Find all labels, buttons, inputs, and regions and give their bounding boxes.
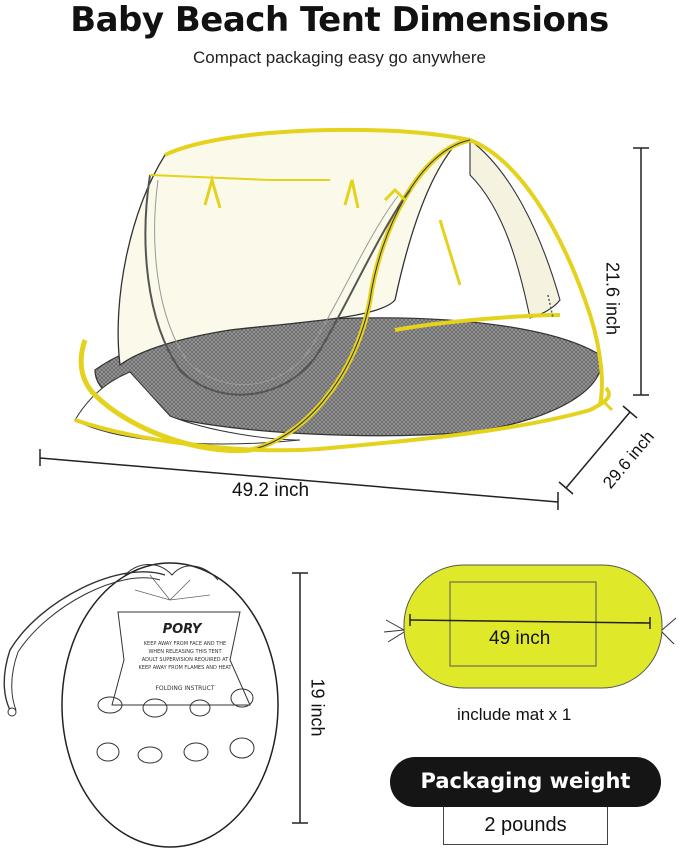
bag-warning-line-2: WHEN RELEASING THIS TENT	[148, 649, 222, 655]
bag-height-dimension	[292, 572, 308, 824]
mat-caption: include mat x 1	[457, 705, 572, 724]
bag-height-label: 19 inch	[307, 678, 328, 737]
tent-door-zipper	[144, 174, 411, 396]
packaging-weight-value: 2 pounds	[443, 807, 608, 845]
bag-brand-text: PORY	[163, 622, 203, 637]
bag-warning-line-3: ADULT SUPERVISION REQUIRED AT	[142, 657, 229, 663]
tent-base-rim	[74, 386, 611, 453]
tent-top-rim	[164, 127, 471, 157]
tent-loop-1	[203, 174, 222, 209]
tent-tie-cord	[438, 219, 462, 286]
mat-length-label: 49 inch	[489, 628, 551, 649]
tent-height-dimension	[633, 147, 649, 396]
tent-loop-2	[343, 179, 360, 209]
packaging-weight-badge: Packaging weight	[390, 757, 661, 807]
tent-length-dimension	[39, 449, 559, 510]
mat-illustration	[383, 564, 677, 689]
tent-illustration	[74, 127, 614, 454]
bag-strap	[3, 571, 166, 711]
tent-back-hoop	[469, 138, 604, 406]
mat-inner-panel	[449, 581, 597, 667]
bag-warning-line-1: KEEP AWAY FROM FACE AND THE	[144, 641, 226, 647]
page-title: Baby Beach Tent Dimensions	[70, 0, 609, 40]
bag-label-card	[111, 611, 251, 706]
tent-front-hoop-outline	[249, 139, 471, 451]
bag-instructions-title: FOLDING INSTRUCT	[155, 685, 214, 692]
mat-body	[403, 564, 663, 689]
tent-depth-dimension	[558, 405, 638, 495]
storage-bag-illustration: PORY KEEP AWAY FROM FACE AND THE WHEN RE…	[3, 562, 279, 848]
tent-height-label: 21.6 inch	[602, 261, 623, 336]
bag-instruction-sketches	[96, 688, 255, 764]
tent-side-panel	[469, 138, 561, 319]
page-subtitle: Compact packaging easy go anywhere	[193, 48, 486, 67]
tent-length-label: 49.2 inch	[232, 480, 310, 501]
tent-loop-3	[383, 187, 407, 202]
bag-warning-line-4: KEEP AWAY FROM FLAMES AND HEAT	[139, 665, 233, 671]
